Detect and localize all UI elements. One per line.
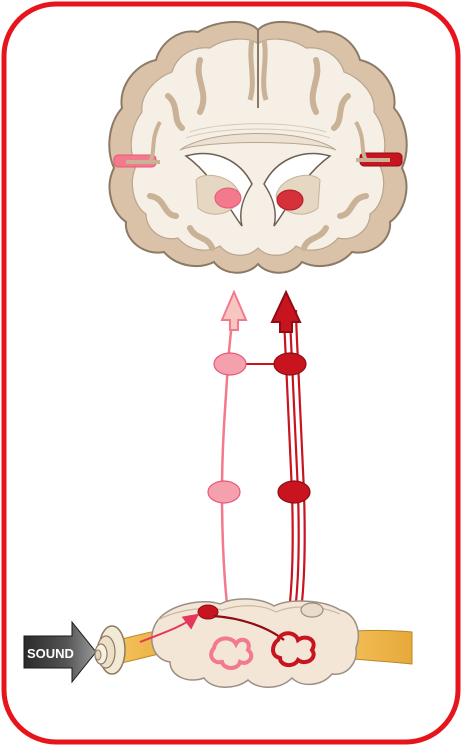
ascending-pathways (208, 292, 310, 650)
brainstem-section (118, 599, 412, 687)
left-lateral-lemniscus-nucleus (208, 481, 240, 503)
brainstem-slab (152, 599, 359, 687)
right-medial-geniculate-nucleus (277, 190, 303, 210)
right-inferior-colliculus (274, 353, 306, 375)
ear-and-sound: SOUND (24, 622, 125, 682)
left-medial-geniculate-nucleus (215, 188, 241, 208)
left-ascending-arrow (222, 292, 246, 330)
brain-coronal-section (109, 22, 406, 273)
cochlea-icon (95, 626, 125, 674)
left-inferior-colliculus (214, 353, 246, 375)
sound-label: SOUND (27, 646, 74, 661)
right-lateral-lemniscus-nucleus (278, 481, 310, 503)
